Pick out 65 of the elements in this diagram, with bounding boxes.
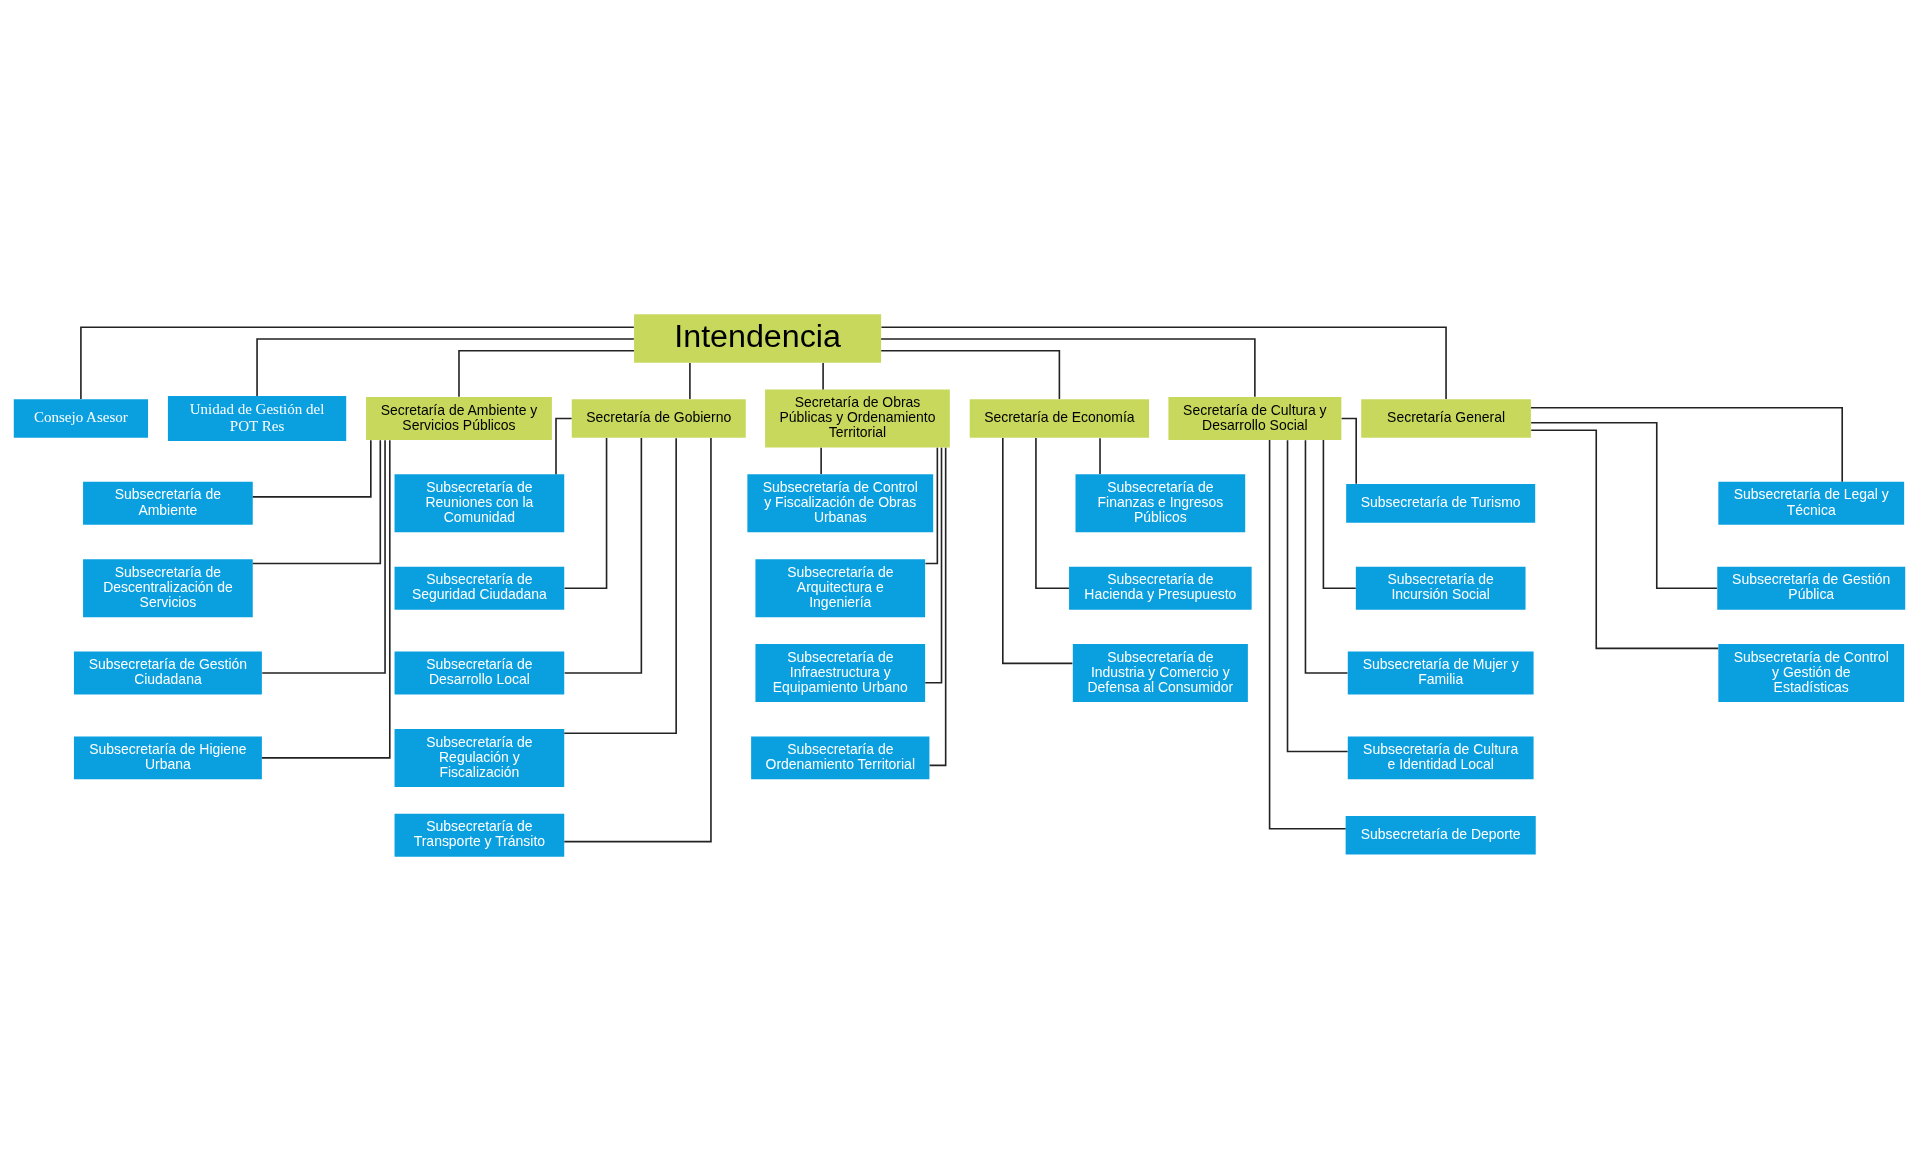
connector [880,337,1256,398]
connector [261,438,386,674]
node-box: Subsecretaría de Deporte [1345,815,1536,855]
node-box: Subsecretaría de Finanzas e Ingresos Públicos [1075,473,1246,532]
node-box: Subsecretaría de Hacienda y Presupuesto [1069,566,1252,610]
node-box: Subsecretaría de Control y Gestión de Estadísticas [1718,643,1905,702]
connector [1099,436,1101,475]
node-box: Subsecretaría de Gestión Ciudadana [73,651,262,694]
node-box: Subsecretaría de Reuniones con la Comunidad [394,473,565,532]
connector [1304,438,1349,674]
connector [563,436,712,842]
connector [820,446,822,475]
node-box: Subsecretaría de Arquitectura e Ingeniería [755,558,926,617]
connector [261,438,391,759]
connector [555,417,573,475]
node-box: Subsecretaría de Legal y Técnica [1718,481,1905,525]
node-box: Subsecretaría de Infraestructura y Equipamiento Urbano [755,643,926,702]
node-box: Subsecretaría de Mujer y Familia [1347,651,1534,694]
node-box: Secretaría de Ambiente y Servicios Públicos [366,396,552,440]
connector [1268,438,1347,830]
connector [1286,439,1349,752]
connector [1002,436,1074,664]
node-box: Secretaría de Gobierno [571,398,746,438]
node-box: Subsecretaría de Industria y Comercio y Defensa al Consumidor [1072,643,1248,702]
connector [1322,438,1357,589]
node-box: Subsecretaría de Seguridad Ciudadana [394,566,565,610]
connector [251,438,382,564]
node-box: Subsecretaría de Transporte y Tránsito [394,813,565,857]
node-box: Subsecretaría de Control y Fiscalización de Obras Urbanas [747,473,934,532]
node-box: Subsecretaría de Regulación y Fiscalización [394,728,565,787]
node-box: Subsecretaría de Gestión Pública [1717,566,1906,610]
connector [563,436,643,674]
node-box: Unidad de Gestión del POT Res [167,395,347,441]
node-box: Subsecretaría de Desarrollo Local [394,651,565,694]
connector [928,446,947,766]
node-box: Subsecretaría de Higiene Urbana [73,735,262,779]
connector [458,349,635,397]
node-box: Secretaría de Economía [969,398,1150,438]
connector [1530,406,1843,482]
connector [563,436,608,589]
connector [1340,417,1357,484]
node-box: Consejo Asesor [13,398,149,438]
node-box: Subsecretaría de Cultura e Identidad Local [1347,735,1534,779]
connector [256,337,635,397]
connector [563,436,677,734]
connector [251,439,372,498]
connector [1530,429,1719,649]
node-box: Secretaría de Cultura y Desarrollo Social [1168,396,1342,440]
node-box: Subsecretaría de Ambiente [83,481,253,525]
node-box: Subsecretaría de Incursión Social [1355,566,1526,610]
node-box: Subsecretaría de Descentralización de Servicios [83,558,253,617]
connector [822,361,824,390]
connector [880,325,1447,400]
connector [80,325,635,400]
connector [1530,421,1718,589]
node-box: Intendencia [634,313,882,363]
connector [880,349,1061,400]
connector [924,446,939,564]
node-box: Subsecretaría de Ordenamiento Territorial [751,735,930,779]
node-box: Secretaría General [1361,398,1531,438]
node-box: Subsecretaría de Turismo [1346,483,1536,523]
connector [924,446,943,683]
connector [1035,436,1070,589]
node-box: Secretaría de Obras Públicas y Ordenamiento Territorial [765,389,950,447]
connector [689,361,691,400]
